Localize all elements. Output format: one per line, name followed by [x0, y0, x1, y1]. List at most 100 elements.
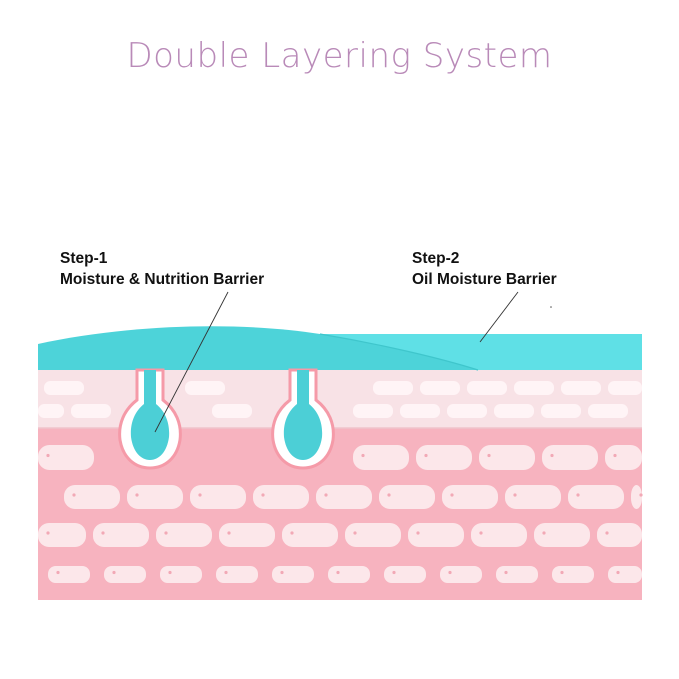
skin-cell [160, 566, 202, 583]
skin-cell [38, 445, 94, 470]
cell-nucleus [164, 531, 168, 535]
cell-nucleus [290, 531, 294, 535]
skin-cell [496, 566, 538, 583]
skin-cell [408, 523, 464, 547]
skin-cell [93, 523, 149, 547]
cell-nucleus [479, 531, 483, 535]
stray-dot [550, 306, 552, 308]
skin-cell [71, 404, 111, 418]
cell-nucleus [639, 493, 643, 497]
skin-cell [212, 404, 252, 418]
skin-cell [467, 381, 507, 395]
cell-nucleus [550, 453, 554, 458]
skin-cell [534, 523, 590, 547]
cell-nucleus [504, 570, 508, 575]
dermis-cells [38, 445, 643, 583]
step-2-name: Oil Moisture Barrier [412, 271, 557, 288]
cell-nucleus [576, 493, 580, 497]
cell-nucleus [135, 493, 139, 497]
skin-cell [447, 404, 487, 418]
skin-cell [514, 381, 554, 395]
cell-nucleus [542, 531, 546, 535]
cell-nucleus [448, 570, 452, 575]
skin-cell [442, 485, 498, 509]
skin-cell [400, 404, 440, 418]
step-2-leader-line [479, 291, 519, 343]
cell-nucleus [416, 531, 420, 535]
skin-cell [416, 445, 472, 470]
skin-cell [316, 485, 372, 509]
cell-nucleus [353, 531, 357, 535]
skin-cell [379, 485, 435, 509]
cell-nucleus [72, 493, 76, 497]
cell-nucleus [487, 453, 491, 458]
cell-nucleus [56, 570, 60, 575]
skin-cell [561, 381, 601, 395]
skin-cell [373, 381, 413, 395]
barrier-seam [319, 333, 479, 371]
cell-nucleus [361, 453, 365, 458]
step-2-label: Step-2 Oil Moisture Barrier [412, 248, 557, 290]
cell-nucleus [101, 531, 105, 535]
skin-cell [568, 485, 624, 509]
cell-nucleus [387, 493, 391, 497]
skin-cell [420, 381, 460, 395]
follicle-right [271, 368, 335, 470]
skin-cell [505, 485, 561, 509]
epidermis-cells [38, 381, 642, 418]
cell-nucleus [450, 493, 454, 497]
cell-nucleus [168, 570, 172, 575]
skin-cell [272, 566, 314, 583]
skin-cell [605, 445, 642, 470]
cell-nucleus [280, 570, 284, 575]
skin-cell [541, 404, 581, 418]
cell-nucleus [324, 493, 328, 497]
cell-nucleus [392, 570, 396, 575]
skin-cell [190, 485, 246, 509]
skin-cell [471, 523, 527, 547]
moisture-nutrition-barrier [38, 326, 478, 370]
skin-cell [631, 485, 642, 509]
skin-cell [185, 381, 225, 395]
skin-cell [384, 566, 426, 583]
skin-cell [127, 485, 183, 509]
skin-cell [608, 566, 642, 583]
cell-nucleus [424, 453, 428, 458]
skin-cell [552, 566, 594, 583]
cell-nucleus [198, 493, 202, 497]
skin-cell [353, 445, 409, 470]
skin-cell [38, 404, 64, 418]
skin-cell [38, 523, 86, 547]
cell-nucleus [616, 570, 620, 575]
skin-cell [479, 445, 535, 470]
cell-nucleus [46, 453, 50, 458]
skin-cell [253, 485, 309, 509]
cell-nucleus [560, 570, 564, 575]
skin-cell [597, 523, 642, 547]
skin-cell [104, 566, 146, 583]
skin-cell [494, 404, 534, 418]
step-1-label: Step-1 Moisture & Nutrition Barrier [60, 248, 264, 290]
step-1-leader-line [154, 291, 229, 433]
cell-nucleus [613, 453, 617, 458]
skin-cell [440, 566, 482, 583]
skin-cell [345, 523, 401, 547]
diagram-title: Double Layering System [126, 36, 553, 76]
skin-cell [588, 404, 628, 418]
skin-cell [608, 381, 642, 395]
follicle-left [118, 368, 182, 470]
skin-cell [542, 445, 598, 470]
step-1-number: Step-1 [60, 250, 108, 267]
skin-cell [156, 523, 212, 547]
skin-cell [44, 381, 84, 395]
cell-nucleus [112, 570, 116, 575]
skin-cell [353, 404, 393, 418]
cell-nucleus [224, 570, 228, 575]
skin-cell [48, 566, 90, 583]
cell-nucleus [336, 570, 340, 575]
skin-cell [216, 566, 258, 583]
cell-nucleus [605, 531, 609, 535]
step-1-name: Moisture & Nutrition Barrier [60, 271, 265, 288]
cell-nucleus [227, 531, 231, 535]
